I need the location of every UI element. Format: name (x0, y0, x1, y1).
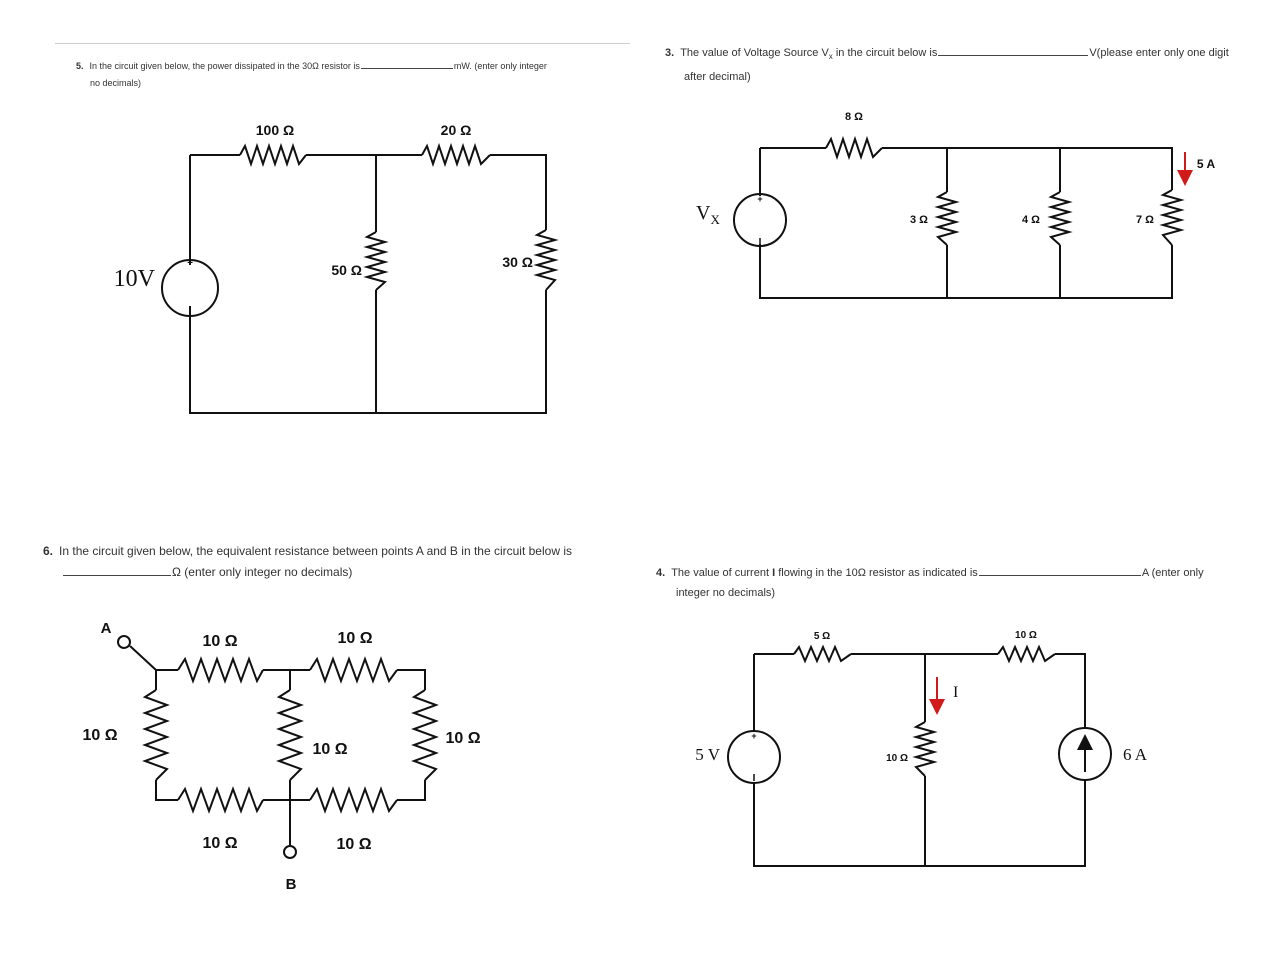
label-resistor: 4 Ω (1022, 214, 1040, 226)
question-text: no decimals) (90, 78, 142, 88)
question-text: In the circuit given below, the power di… (89, 61, 360, 71)
answer-blank[interactable] (360, 67, 453, 69)
resistor-middle (276, 689, 304, 781)
question-5-text: 5. In the circuit given below, the power … (76, 58, 636, 92)
wire (753, 653, 1086, 867)
question-4-text: 4. The value of current I flowing in the … (656, 563, 1256, 603)
question-number: 6. (43, 544, 54, 558)
label-resistor: 30 Ω (502, 254, 533, 270)
label-source: VX (696, 202, 720, 227)
question-text: I (772, 567, 776, 579)
wire (129, 645, 426, 845)
circuit-q4: + 5 Ω 10 Ω 10 Ω I 5 V 6 A (695, 630, 1148, 867)
label-resistor: 5 Ω (814, 631, 830, 642)
label-source: 10V (114, 266, 156, 292)
resistor-8ohm (825, 135, 883, 161)
resistor-10ohm-top (997, 644, 1056, 664)
label-resistor: 50 Ω (331, 262, 362, 278)
question-6-text: 6. In the circuit given below, the equiva… (43, 541, 643, 583)
circuit-q5: + 100 Ω 20 Ω 50 Ω 30 Ω 10V (114, 122, 559, 414)
wire (189, 154, 547, 414)
resistor-10ohm-middle (912, 721, 938, 777)
resistor-top-right (309, 656, 398, 684)
answer-blank[interactable] (978, 574, 1141, 576)
answer-blank[interactable] (938, 54, 1089, 56)
resistor-top-left (177, 656, 264, 684)
label-source: V (696, 202, 711, 224)
divider-line (55, 43, 630, 44)
question-number: 4. (656, 567, 666, 579)
plus-sign: + (751, 731, 756, 741)
label-resistor: 7 Ω (1136, 214, 1154, 226)
resistor-3ohm (934, 191, 960, 246)
label-resistor: 10 Ω (886, 753, 908, 764)
label-resistor: 10 Ω (336, 836, 371, 853)
node-a (117, 635, 131, 649)
question-number: 5. (76, 61, 84, 71)
circuit-q3: + 8 Ω 3 Ω 4 Ω 7 Ω 5 A VX (696, 111, 1216, 299)
answer-blank[interactable] (63, 574, 171, 576)
label-resistor: 8 Ω (845, 111, 863, 123)
resistor-20ohm (421, 142, 491, 168)
current-source (1058, 727, 1112, 781)
resistor-bottom-right (309, 786, 398, 814)
voltage-source (727, 730, 781, 784)
resistor-100ohm (239, 142, 307, 168)
question-text: integer no decimals) (676, 587, 776, 599)
label-current: I (953, 684, 958, 701)
label-resistor: 3 Ω (910, 214, 928, 226)
plus-sign: + (187, 258, 193, 269)
node-b (283, 845, 297, 859)
label-resistor: 10 Ω (312, 741, 347, 758)
label-current: 5 A (1197, 157, 1216, 171)
resistor-bottom-left (177, 786, 264, 814)
label-resistor: 20 Ω (441, 122, 472, 138)
question-text: flowing in the 10Ω resistor as indicated… (775, 567, 978, 579)
label-resistor: 10 Ω (202, 633, 237, 650)
label-source-sub: X (710, 212, 720, 227)
resistor-right (411, 689, 439, 781)
label-node: B (286, 876, 297, 893)
question-text: in the circuit below is (832, 47, 938, 59)
resistor-left (142, 689, 170, 781)
label-resistor: 100 Ω (256, 122, 294, 138)
resistor-30ohm (533, 229, 559, 291)
question-text: A (enter only (1141, 567, 1204, 579)
question-text: after decimal) (684, 71, 751, 84)
label-resistor: 10 Ω (202, 835, 237, 852)
question-text: V(please enter only one digit (1089, 47, 1229, 59)
question-3-text: 3. The value of Voltage Source Vx in the … (665, 43, 1265, 87)
question-text: mW. (enter only integer (453, 61, 547, 71)
label-node: A (101, 620, 112, 637)
label-source: 6 A (1123, 745, 1148, 764)
question-number: 3. (665, 47, 675, 59)
label-resistor: 10 Ω (1015, 630, 1037, 641)
wire (759, 147, 1173, 299)
plus-sign: + (757, 194, 762, 204)
label-resistor: 10 Ω (445, 730, 480, 747)
voltage-source (161, 259, 219, 317)
resistor-7ohm (1159, 189, 1185, 246)
resistor-50ohm (363, 231, 389, 291)
label-resistor: 10 Ω (337, 630, 372, 647)
circuit-q6: 10 Ω 10 Ω 10 Ω 10 Ω 10 Ω 10 Ω 10 Ω A B (82, 620, 480, 893)
resistor-4ohm (1047, 191, 1073, 246)
question-text: The value of current (671, 567, 773, 579)
voltage-source-vx (733, 193, 787, 247)
question-text: In the circuit given below, the equivale… (59, 544, 572, 558)
label-resistor: 10 Ω (82, 727, 117, 744)
question-text: The value of Voltage Source V (680, 47, 829, 59)
resistor-5ohm (793, 644, 852, 664)
question-text: x (828, 52, 833, 62)
question-text: Ω (enter only integer no decimals) (172, 565, 353, 579)
label-source: 5 V (695, 745, 720, 764)
